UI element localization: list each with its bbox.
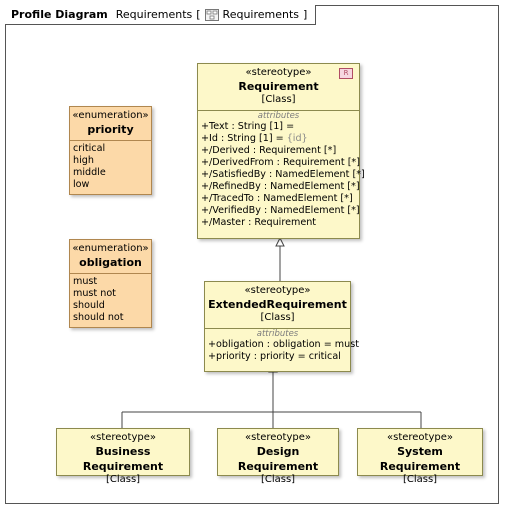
attribute: +/SatisfiedBy : NamedElement [*] (201, 169, 365, 180)
attribute: +priority : priority = critical (208, 351, 341, 362)
stereotype-label: «stereotype» (245, 67, 312, 78)
literal-list: critical high middle low (70, 141, 151, 193)
attribute: +/DerivedFrom : Requirement [*] (201, 157, 360, 168)
literal: critical (73, 143, 106, 154)
attribute: +obligation : obligation = must (208, 339, 359, 350)
attribute: +/Master : Requirement (201, 217, 317, 228)
attribute: +/TracedTo : NamedElement [*] (201, 193, 353, 204)
class-name: System Requirement (379, 445, 461, 473)
attributes-title: attributes (257, 111, 300, 121)
class-system-requirement[interactable]: «stereotype» System Requirement [Class] (357, 428, 483, 485)
class-design-requirement[interactable]: «stereotype» Design Requirement [Class] (217, 428, 339, 485)
diagram-tab[interactable]: Profile Diagram Requirements [ Requireme… (5, 5, 317, 25)
literal: should not (73, 312, 124, 323)
requirement-badge-icon: R (339, 68, 353, 79)
class-type: [Class] (402, 474, 438, 485)
attribute: +Id : String [1] = {id} (201, 133, 308, 144)
bracket-close: ] (303, 8, 308, 21)
attribute: +/VerifiedBy : NamedElement [*] (201, 205, 360, 216)
package-name: Requirements (222, 8, 300, 21)
class-type: [Class] (261, 94, 296, 105)
attribute: +/Derived : Requirement [*] (201, 145, 337, 156)
literal: must (73, 276, 98, 287)
stereotype-label: «enumeration» (72, 243, 149, 254)
class-extended-requirement[interactable]: «stereotype» ExtendedRequirement [Class]… (204, 281, 359, 372)
attributes-title: attributes (256, 329, 299, 339)
literal-list: must must not should should not (70, 274, 151, 326)
bracket-open: [ (196, 8, 201, 21)
literal: middle (73, 167, 106, 178)
class-name: Design Requirement (237, 445, 319, 473)
stereotype-label: «stereotype» (244, 432, 312, 443)
class-type: [Class] (105, 474, 141, 485)
attribute-list: +obligation : obligation = must +priorit… (205, 339, 359, 365)
enumeration-obligation[interactable]: «enumeration» obligation must must not s… (69, 239, 152, 328)
class-type: [Class] (260, 312, 295, 323)
enumeration-name: obligation (79, 256, 142, 269)
stereotype-label: «stereotype» (89, 432, 157, 443)
enumeration-name: priority (87, 123, 134, 136)
stereotype-label: «stereotype» (386, 432, 454, 443)
class-business-requirement[interactable]: «stereotype» Business Requirement [Class… (56, 428, 190, 485)
literal: high (73, 155, 94, 166)
literal: must not (73, 288, 116, 299)
stereotype-label: «stereotype» (244, 285, 311, 296)
attribute-list: +Text : String [1] = +Id : String [1] = … (198, 121, 365, 231)
arrowhead-requirement (275, 236, 285, 247)
class-name: Business Requirement (82, 445, 164, 473)
attribute: +/RefinedBy : NamedElement [*] (201, 181, 360, 192)
class-name: Requirement (238, 80, 319, 93)
diagram-kind: Profile Diagram (11, 8, 108, 21)
class-type: [Class] (260, 474, 296, 485)
literal: low (73, 179, 90, 190)
enumeration-priority[interactable]: «enumeration» priority critical high mid… (69, 106, 152, 195)
literal: should (73, 300, 105, 311)
attribute: +Text : String [1] = (201, 121, 295, 132)
id-default: {id} (286, 133, 308, 144)
document-icon (204, 8, 219, 21)
stereotype-label: «enumeration» (72, 110, 149, 121)
class-name: ExtendedRequirement (208, 298, 347, 311)
class-requirement[interactable]: R «stereotype» Requirement [Class] attri… (197, 63, 365, 239)
diagram-name: Requirements (115, 8, 193, 21)
